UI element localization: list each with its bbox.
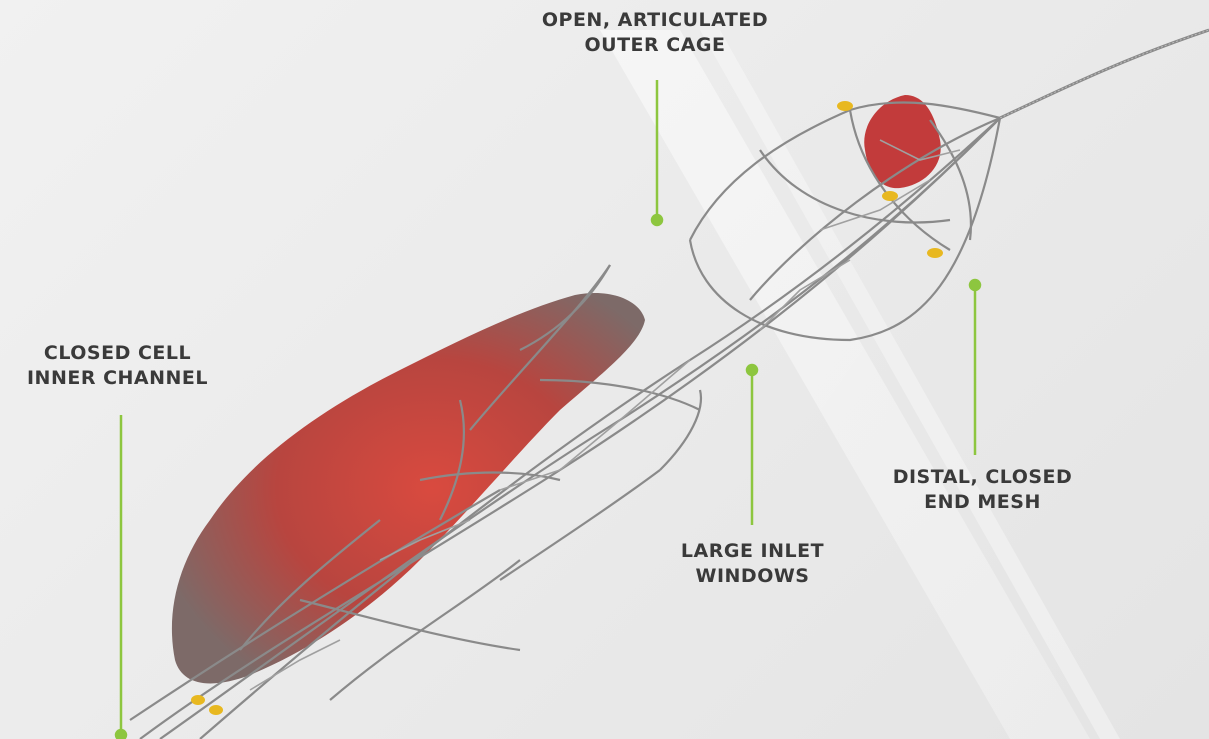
distal-mesh-label-line1: DISTAL, CLOSED [870, 465, 1095, 490]
inlet-windows-label: LARGE INLET WINDOWS [650, 539, 855, 589]
distal-mesh-label: DISTAL, CLOSED END MESH [870, 465, 1095, 515]
guide-wire [1000, 30, 1209, 118]
leader-dot-inner-channel [116, 730, 126, 739]
leader-dot-inlet-windows [747, 365, 757, 375]
leader-dot-distal-mesh [970, 280, 980, 290]
inlet-windows-label-line1: LARGE INLET [650, 539, 855, 564]
inner-channel-label-line2: INNER CHANNEL [0, 366, 235, 391]
inner-channel-label: CLOSED CELL INNER CHANNEL [0, 341, 235, 391]
inlet-windows-label-line2: WINDOWS [650, 564, 855, 589]
outer-cage-label-line1: OPEN, ARTICULATED [520, 8, 790, 33]
distal-mesh-label-line2: END MESH [870, 490, 1095, 515]
inner-channel-label-line1: CLOSED CELL [0, 341, 235, 366]
captured-clot [864, 95, 941, 188]
outer-cage-label: OPEN, ARTICULATED OUTER CAGE [520, 8, 790, 58]
outer-cage-label-line2: OUTER CAGE [520, 33, 790, 58]
blood-clot [172, 293, 645, 683]
leader-dot-outer-cage [652, 215, 662, 225]
